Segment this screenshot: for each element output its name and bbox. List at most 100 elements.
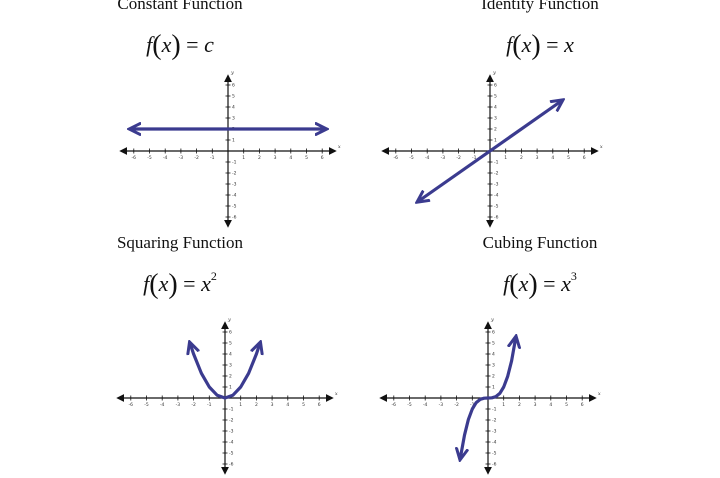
panel-title: Constant Function bbox=[117, 0, 243, 13]
x-tick-label: -6 bbox=[132, 155, 137, 161]
panel-title: Cubing Function bbox=[482, 233, 598, 252]
x-tick-label: -2 bbox=[454, 402, 459, 408]
x-tick-label: -3 bbox=[439, 402, 444, 408]
y-tick-label: -6 bbox=[492, 462, 497, 468]
y-tick-label: -6 bbox=[229, 462, 234, 468]
y-tick-label: 2 bbox=[229, 374, 232, 380]
x-tick-label: 4 bbox=[549, 402, 552, 408]
function-formula: f(x) = x2 bbox=[143, 269, 217, 300]
y-tick-label: 6 bbox=[232, 83, 235, 89]
x-tick-label: 3 bbox=[274, 155, 277, 161]
x-tick-label: 6 bbox=[321, 155, 324, 161]
x-tick-label: -2 bbox=[191, 402, 196, 408]
y-axis-label: y bbox=[230, 70, 234, 76]
x-tick-label: 4 bbox=[551, 155, 554, 161]
y-tick-label: -4 bbox=[494, 193, 499, 199]
y-tick-label: -1 bbox=[492, 407, 497, 413]
y-tick-label: 2 bbox=[492, 374, 495, 380]
x-tick-label: 5 bbox=[305, 155, 308, 161]
x-tick-label: -6 bbox=[392, 402, 397, 408]
y-tick-label: -5 bbox=[494, 204, 499, 210]
y-tick-label: -5 bbox=[232, 204, 237, 210]
y-axis-label: y bbox=[227, 317, 231, 323]
y-tick-label: 4 bbox=[232, 105, 235, 111]
x-tick-label: 1 bbox=[502, 402, 505, 408]
x-tick-label: 5 bbox=[565, 402, 568, 408]
y-tick-label: -6 bbox=[232, 215, 237, 221]
y-tick-label: -2 bbox=[232, 171, 237, 177]
x-tick-label: 6 bbox=[581, 402, 584, 408]
y-tick-label: -1 bbox=[232, 160, 237, 166]
x-tick-label: -4 bbox=[423, 402, 428, 408]
y-tick-label: -4 bbox=[492, 440, 497, 446]
x-tick-label: 6 bbox=[318, 402, 321, 408]
x-tick-label: 1 bbox=[242, 155, 245, 161]
y-tick-label: -2 bbox=[229, 418, 234, 424]
y-tick-label: 5 bbox=[494, 94, 497, 100]
y-tick-label: 4 bbox=[494, 105, 497, 111]
x-tick-label: -6 bbox=[394, 155, 399, 161]
y-tick-label: -3 bbox=[492, 429, 497, 435]
y-tick-label: -1 bbox=[229, 407, 234, 413]
x-tick-label: 2 bbox=[255, 402, 258, 408]
y-tick-label: 2 bbox=[494, 127, 497, 133]
x-axis-label: x bbox=[338, 144, 341, 150]
y-tick-label: 4 bbox=[229, 352, 232, 358]
x-tick-label: -4 bbox=[160, 402, 165, 408]
x-tick-label: 2 bbox=[520, 155, 523, 161]
x-tick-label: 3 bbox=[271, 402, 274, 408]
x-tick-label: 5 bbox=[302, 402, 305, 408]
y-tick-label: 1 bbox=[494, 138, 497, 144]
x-tick-label: 5 bbox=[567, 155, 570, 161]
x-tick-label: 1 bbox=[504, 155, 507, 161]
y-axis-label: y bbox=[492, 70, 496, 76]
x-tick-label: 6 bbox=[583, 155, 586, 161]
y-tick-label: 6 bbox=[494, 83, 497, 89]
y-tick-label: -3 bbox=[494, 182, 499, 188]
y-tick-label: 3 bbox=[492, 363, 495, 369]
panel-title: Identity Function bbox=[481, 0, 599, 13]
x-tick-label: -1 bbox=[207, 402, 212, 408]
y-tick-label: -3 bbox=[229, 429, 234, 435]
function-curve bbox=[191, 345, 260, 400]
y-tick-label: -6 bbox=[494, 215, 499, 221]
y-tick-label: -5 bbox=[492, 451, 497, 457]
function-curve bbox=[419, 102, 560, 201]
y-tick-label: -4 bbox=[229, 440, 234, 446]
y-tick-label: 1 bbox=[492, 385, 495, 391]
x-tick-label: 3 bbox=[536, 155, 539, 161]
y-tick-label: 4 bbox=[492, 352, 495, 358]
x-axis-label: x bbox=[335, 391, 338, 397]
y-tick-label: -2 bbox=[492, 418, 497, 424]
y-tick-label: -4 bbox=[232, 193, 237, 199]
y-tick-label: 6 bbox=[229, 330, 232, 336]
y-tick-label: -2 bbox=[494, 171, 499, 177]
y-tick-label: -5 bbox=[229, 451, 234, 457]
x-tick-label: -5 bbox=[409, 155, 414, 161]
panel-title: Squaring Function bbox=[116, 233, 244, 252]
x-tick-label: -2 bbox=[194, 155, 199, 161]
y-tick-label: 5 bbox=[229, 341, 232, 347]
x-axis-label: x bbox=[598, 391, 601, 397]
x-tick-label: -3 bbox=[176, 402, 181, 408]
function-curve bbox=[461, 339, 516, 457]
x-tick-label: -3 bbox=[179, 155, 184, 161]
function-formula: f(x) = c bbox=[146, 30, 214, 61]
y-tick-label: 6 bbox=[492, 330, 495, 336]
x-tick-label: -4 bbox=[163, 155, 168, 161]
x-tick-label: 2 bbox=[518, 402, 521, 408]
y-axis-label: y bbox=[490, 317, 494, 323]
x-tick-label: 2 bbox=[258, 155, 261, 161]
x-tick-label: -4 bbox=[425, 155, 430, 161]
y-tick-label: 3 bbox=[494, 116, 497, 122]
x-tick-label: -5 bbox=[144, 402, 149, 408]
x-tick-label: 1 bbox=[239, 402, 242, 408]
